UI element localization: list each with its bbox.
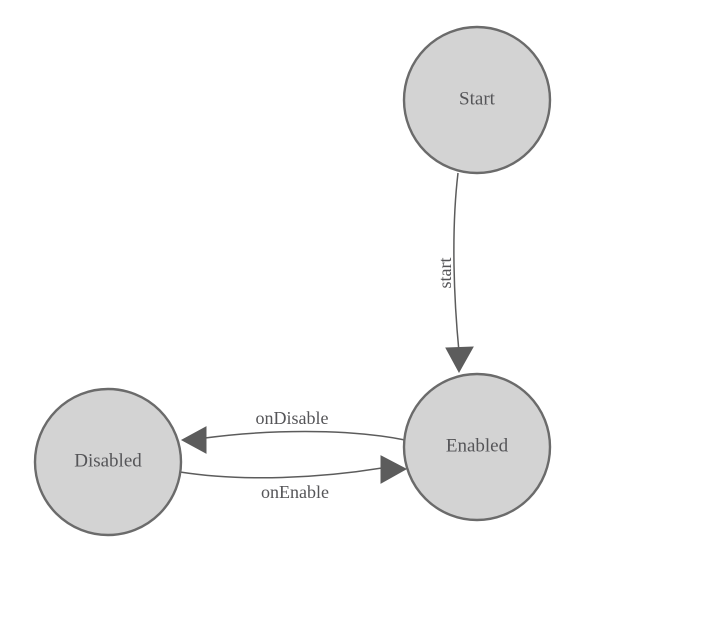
arrowhead-into-disabled [180, 426, 207, 454]
node-start-circle [402, 25, 552, 175]
node-enabled-label: Enabled [446, 435, 509, 456]
edge-start-to-enabled-path [453, 172, 460, 353]
edge-start-to-enabled[interactable] [445, 172, 474, 374]
node-start-label: Start [459, 88, 496, 109]
node-disabled[interactable]: Disabled [33, 387, 183, 537]
edge-label-ondisable: onDisable [256, 408, 329, 428]
arrowhead-into-enabled-top [445, 346, 474, 374]
edge-disabled-to-enabled[interactable] [179, 455, 408, 484]
edge-enabled-to-disabled-path [204, 430, 406, 441]
node-disabled-circle [33, 387, 183, 537]
edge-label-start: start [435, 258, 455, 289]
edge-label-onenable: onEnable [261, 482, 329, 502]
node-start[interactable]: Start [402, 25, 552, 175]
node-enabled[interactable]: Enabled [402, 372, 552, 522]
node-disabled-label: Disabled [74, 450, 142, 471]
arrowhead-into-enabled-left [380, 455, 408, 484]
edge-enabled-to-disabled[interactable] [180, 426, 406, 454]
node-enabled-circle [402, 372, 552, 522]
edge-disabled-to-enabled-path [179, 467, 383, 479]
